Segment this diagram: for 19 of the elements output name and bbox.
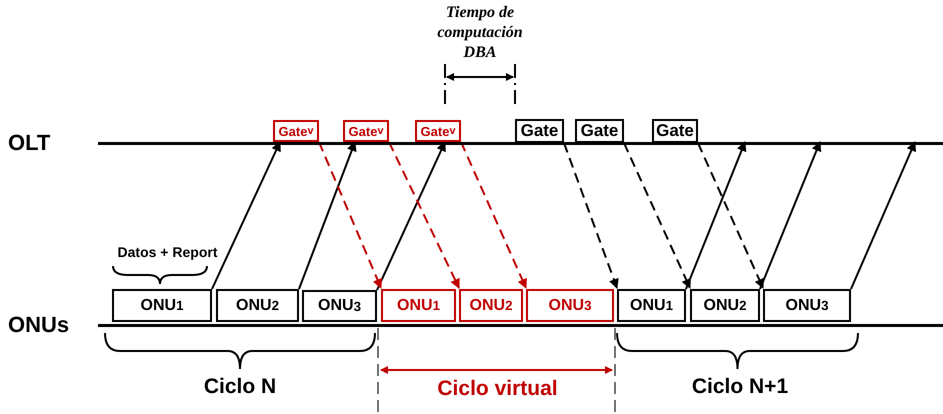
cycle-label: Ciclo N+1 bbox=[690, 375, 790, 399]
arrow bbox=[460, 142, 527, 289]
annotation-text: Tiempo de computación DBA bbox=[436, 3, 524, 63]
arrow bbox=[623, 142, 691, 289]
timeline-label: ONUs bbox=[8, 312, 70, 338]
message-box: Gate bbox=[575, 119, 624, 143]
timeline-label: OLT bbox=[8, 130, 50, 156]
arrow bbox=[759, 141, 822, 290]
arrow bbox=[850, 141, 916, 290]
arrow bbox=[563, 142, 619, 289]
arrow bbox=[318, 142, 382, 289]
arrow bbox=[388, 142, 460, 289]
annotation-text: Datos + Report bbox=[116, 244, 218, 260]
cycle-label: Ciclo virtual bbox=[436, 377, 559, 401]
arrow bbox=[685, 141, 746, 290]
cycle-label: Ciclo N bbox=[202, 375, 278, 399]
message-box: Gate bbox=[515, 119, 564, 143]
arrow bbox=[697, 142, 764, 289]
message-box: Gate bbox=[652, 119, 698, 143]
